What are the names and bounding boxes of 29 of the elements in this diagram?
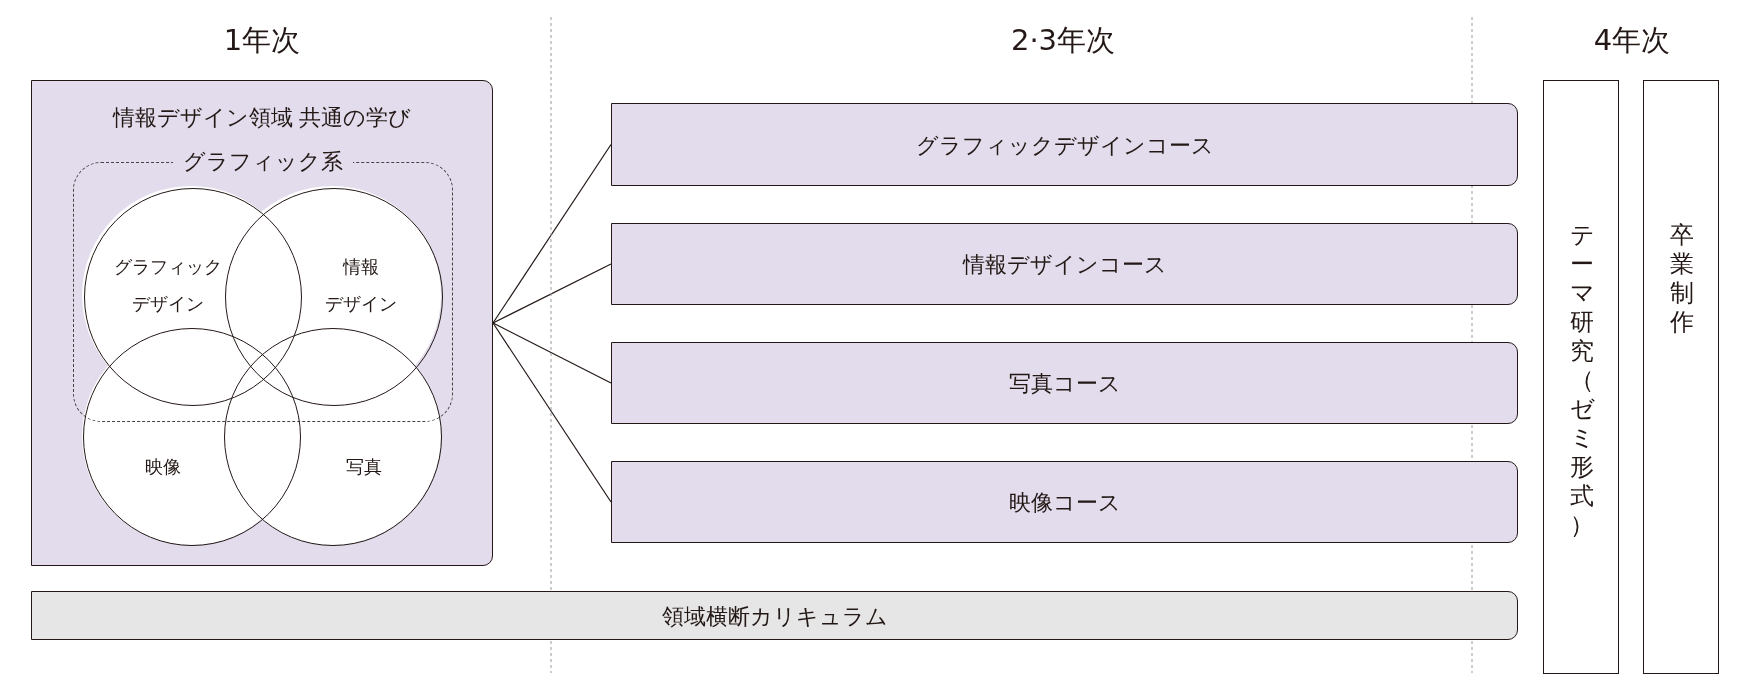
bar-label: 領域横断カリキュラム <box>662 602 888 631</box>
vertical-box <box>1643 80 1719 674</box>
course-label: 情報デザインコース <box>962 251 1167 279</box>
year-heading: 4年次 <box>1593 22 1671 59</box>
course-label: 映像コース <box>1008 489 1121 517</box>
circle-label: 映像 <box>145 455 181 479</box>
year-heading: 2·3年次 <box>1010 22 1116 59</box>
area-panel <box>31 80 493 566</box>
course-box <box>611 223 1518 305</box>
circle-label: デザイン <box>132 291 204 316</box>
connector-line <box>492 143 612 324</box>
course-label: グラフィックデザインコース <box>915 131 1214 160</box>
course-box <box>611 103 1518 186</box>
year-heading: 1年次 <box>223 22 301 59</box>
circle-label: デザイン <box>325 291 397 316</box>
connector-line <box>492 263 612 324</box>
connector-line <box>492 322 612 503</box>
course-box <box>611 461 1518 543</box>
circle-label: 写真 <box>346 455 382 479</box>
vertical-label: テーマ研究（ゼミ形式） <box>1569 221 1595 540</box>
connector-line <box>492 322 612 384</box>
circle-label: 情報 <box>343 254 379 279</box>
course-label: 写真コース <box>1008 370 1121 398</box>
vertical-label: 卒業制作 <box>1669 221 1695 337</box>
course-box <box>611 342 1518 424</box>
vertical-box <box>1543 80 1619 674</box>
curriculum-bar <box>31 591 1518 640</box>
circle-label: グラフィック <box>114 254 222 279</box>
area-title: 情報デザイン領域 共通の学び <box>112 104 412 132</box>
